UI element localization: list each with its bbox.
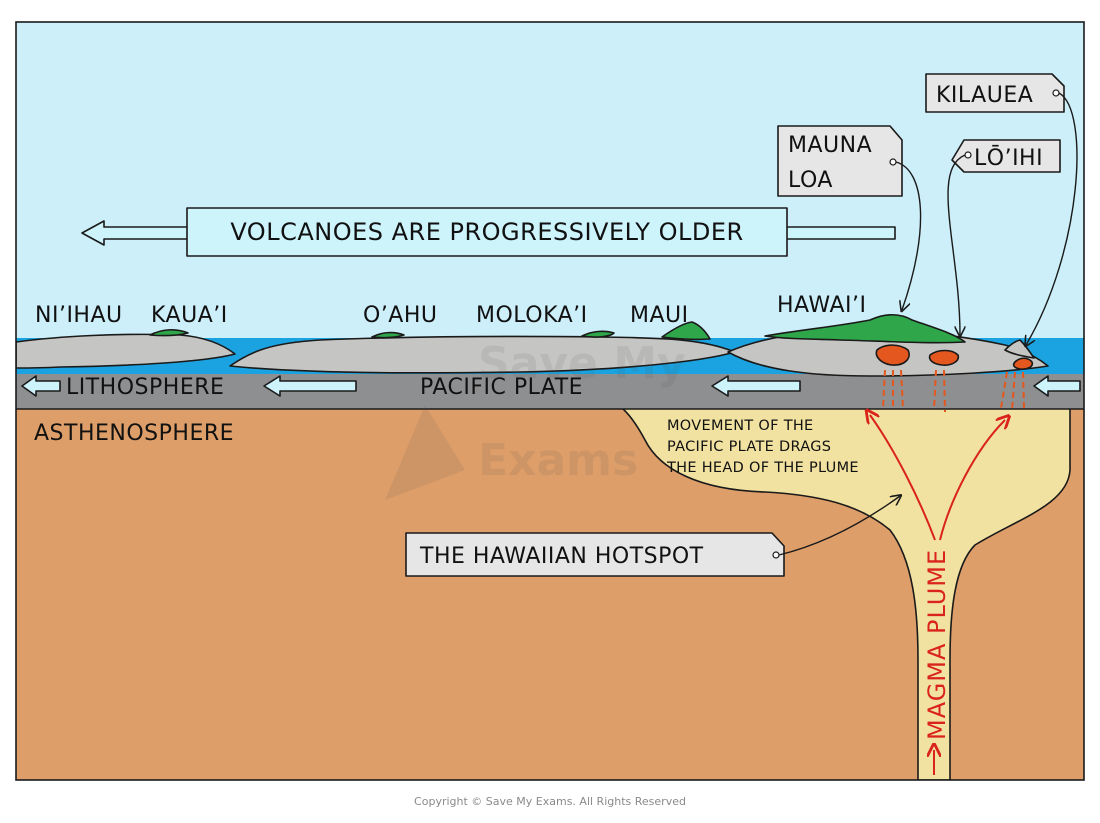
magma-chamber-kilauea — [928, 349, 960, 366]
kauai-vegetation — [149, 329, 189, 337]
kilauea-label: KILAUEA — [936, 83, 1033, 108]
island-crust-west — [16, 333, 236, 369]
island-label-maui: MAUI — [630, 303, 689, 328]
plate-arrow-right-2 — [1033, 375, 1081, 397]
plume-note-line3: THE HEAD OF THE PLUME — [666, 460, 859, 476]
older-banner-box — [186, 207, 788, 257]
loihi-label: LŌ’IHI — [974, 145, 1043, 171]
island-label-hawaii: HAWAI’I — [777, 293, 866, 318]
island-crust-central — [229, 335, 736, 374]
asthenosphere-label: ASTHENOSPHERE — [34, 421, 234, 446]
magma-plume — [621, 407, 1071, 780]
mauna-loa-label-line1: MAUNA — [788, 133, 872, 158]
plate-arrow-mid — [263, 375, 357, 397]
mauna-loa-label-line2: LOA — [788, 168, 833, 193]
island-label-kauai: KAUA’I — [151, 303, 228, 328]
svg-text:Save My: Save My — [478, 338, 686, 389]
plume-flow-arrows — [870, 415, 1005, 775]
watermark: Save My Exams — [385, 338, 686, 500]
magma-chamber-mauna-loa — [875, 344, 910, 366]
hawaii-vegetation — [764, 313, 966, 344]
plate-motion-arrows — [21, 375, 1081, 397]
plume-note-line1: MOVEMENT OF THE — [667, 418, 814, 434]
diagram-frame — [15, 21, 1085, 781]
hotspot-label: THE HAWAIIAN HOTSPOT — [419, 544, 704, 569]
plate-arrow-left — [21, 375, 61, 397]
island-label-molokai: MOLOKA’I — [476, 303, 588, 328]
lithosphere-layer — [16, 374, 1084, 409]
hotspot-tag: THE HAWAIIAN HOTSPOT — [405, 496, 900, 577]
plate-arrow-right-1 — [711, 375, 801, 397]
magma-dashes — [882, 369, 1025, 413]
island-label-niihau: NI’IHAU — [35, 303, 123, 328]
mauna-loa-tag: MAUNA LOA — [777, 125, 922, 310]
copyright-notice: Copyright © Save My Exams. All Rights Re… — [414, 795, 686, 808]
plume-note-line2: PACIFIC PLATE DRAGS — [667, 439, 831, 455]
maui-vegetation — [661, 321, 711, 341]
molokai-vegetation — [581, 330, 615, 338]
svg-text:Exams: Exams — [478, 435, 638, 486]
sky — [16, 22, 1084, 342]
magma-plume-label: MAGMA PLUME — [923, 549, 951, 740]
magma-chamber-loihi — [1012, 357, 1034, 370]
oahu-vegetation — [371, 331, 405, 339]
pacific-plate-label: PACIFIC PLATE — [420, 375, 583, 400]
island-label-oahu: O’AHU — [363, 303, 438, 328]
older-banner-text: VOLCANOES ARE PROGRESSIVELY OLDER — [230, 218, 743, 246]
kilauea-tag: KILAUEA — [925, 73, 1078, 345]
loihi-tag: LŌ’IHI — [947, 139, 1061, 335]
lithosphere-label: LITHOSPHERE — [66, 375, 224, 400]
